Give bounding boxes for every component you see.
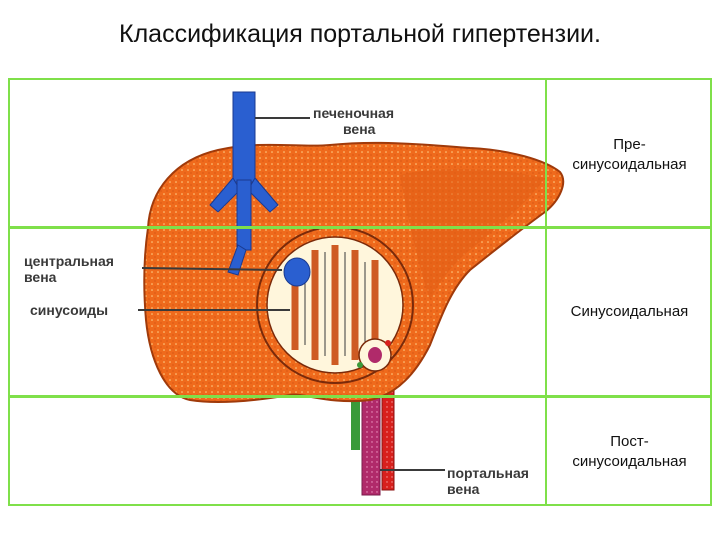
label-central-vein-line1: центральная xyxy=(24,253,114,269)
bile-duct-green xyxy=(351,390,360,450)
label-hepatic-vein: печеночная вена xyxy=(313,105,394,137)
class-postsinusoidal: Пост- синусоидальная xyxy=(547,432,712,472)
label-hepatic-vein-line1: печеночная xyxy=(313,105,395,121)
label-portal-vein-line2: вена xyxy=(447,481,480,497)
label-sinusoids: синусоиды xyxy=(30,302,109,318)
class-postsinusoidal-line2: синусоидальная xyxy=(572,453,687,470)
class-presinusoidal-line1: Пре- xyxy=(613,136,646,153)
class-presinusoidal: Пре- синусоидальная xyxy=(547,135,712,175)
liver-lobule xyxy=(256,226,414,384)
label-portal-vein-line1: портальная xyxy=(447,465,529,481)
grid-vertical-line xyxy=(545,78,547,506)
class-postsinusoidal-line1: Пост- xyxy=(610,433,649,450)
class-presinusoidal-line2: синусоидальная xyxy=(572,156,687,173)
hepatic-vein-tree xyxy=(209,91,279,276)
label-central-vein-line2: вена xyxy=(24,269,57,285)
liver-right-lobe xyxy=(400,168,545,300)
grid-line-1 xyxy=(8,226,712,229)
grid-line-2 xyxy=(8,395,712,398)
classification-frame xyxy=(8,78,712,506)
label-hepatic-vein-line2: вена xyxy=(343,121,376,137)
label-central-vein: центральная вена xyxy=(24,253,114,285)
slide-title: Классификация портальной гипертензии. xyxy=(119,20,601,48)
class-sinusoidal: Синусоидальная xyxy=(570,303,689,320)
label-portal-vein: портальная вена xyxy=(447,465,529,497)
leader-central-vein xyxy=(141,267,283,271)
